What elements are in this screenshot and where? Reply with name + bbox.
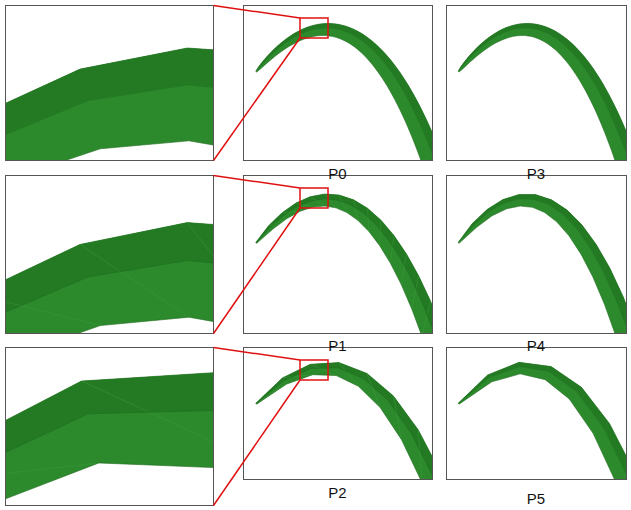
panel-frame: [244, 176, 433, 334]
panel-frame: [244, 348, 433, 480]
leaf-shade: [458, 195, 626, 333]
zoom-leader: [214, 6, 301, 19]
leaf-shade: [458, 362, 626, 478]
leaf-mesh: [256, 23, 432, 160]
mesh-edge: [282, 375, 312, 378]
zoom-leader: [214, 208, 301, 334]
mesh-edge: [5, 260, 213, 333]
panel-label: P0: [328, 166, 346, 181]
leaf-shade: [5, 48, 213, 160]
zoom-box: [300, 18, 328, 38]
leaf-shade: [256, 194, 432, 332]
zoom-box: [300, 360, 328, 380]
zoom-leader: [214, 38, 301, 161]
mesh-edge: [401, 254, 406, 284]
mesh-edge: [368, 208, 369, 231]
mesh-edge: [310, 197, 325, 206]
leaf-mesh: [458, 23, 626, 160]
zoom-leader: [214, 176, 301, 189]
mesh-edge: [5, 409, 213, 505]
mesh-edge: [354, 200, 358, 221]
zoom-leader: [214, 380, 301, 506]
zoom-leader: [214, 348, 301, 361]
leaf-mesh: [5, 368, 213, 505]
mesh-edge: [187, 223, 213, 332]
leaf-mesh: [256, 363, 432, 479]
leaf-mesh: [5, 223, 213, 333]
panel-label: P2: [328, 485, 346, 500]
panel-frame: [6, 348, 214, 506]
mesh-edge: [256, 368, 432, 478]
mesh-edge: [5, 463, 99, 488]
leaf-mesh: [458, 195, 626, 333]
zoom-box: [300, 188, 328, 208]
mesh-edge: [390, 235, 393, 263]
leaf-mesh: [458, 362, 626, 479]
mesh-edge: [80, 244, 189, 317]
panel-frame: [6, 176, 214, 334]
panel-label: P5: [527, 491, 545, 506]
leaf-shade: [458, 23, 626, 159]
panel-label: P4: [527, 338, 545, 353]
leaf-shade: [5, 368, 213, 505]
leaf-mesh: [256, 194, 432, 333]
mesh-edge: [339, 195, 347, 213]
panel-frame: [447, 348, 627, 480]
mesh-edge: [269, 219, 287, 226]
panel-frame: [447, 176, 627, 334]
mesh-edge: [380, 220, 381, 245]
panel-label: P3: [527, 166, 545, 181]
leaf-shade: [5, 223, 213, 333]
mesh-edge: [339, 363, 359, 387]
mesh-edge: [82, 381, 213, 470]
panel-frame: [244, 6, 433, 161]
mesh-edge: [5, 294, 100, 325]
panel-frame: [6, 6, 214, 161]
mesh-edge: [325, 194, 336, 208]
mesh-edge: [310, 364, 336, 375]
panel-frame: [447, 6, 627, 161]
leaf-shade: [256, 23, 432, 159]
mesh-edge: [256, 199, 432, 332]
mesh-edge: [367, 373, 380, 407]
panel-label: P1: [328, 338, 346, 353]
leaf-mesh: [5, 48, 213, 160]
leaf-shade: [256, 363, 432, 479]
